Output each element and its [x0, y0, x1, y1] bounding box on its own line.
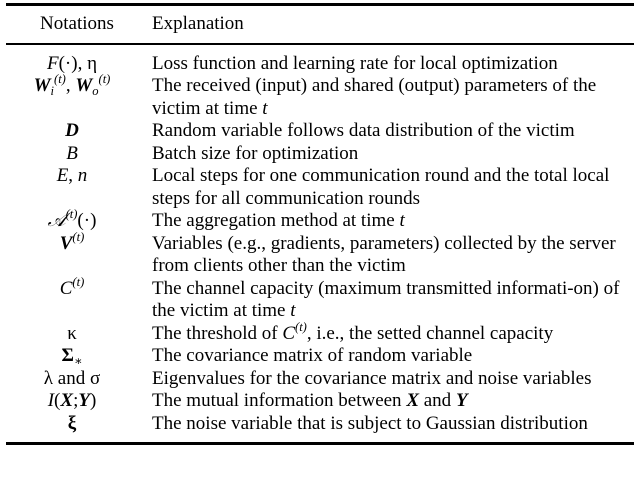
explanation-cell: Batch size for optimization — [152, 142, 359, 164]
explanation-cell: The received (input) and shared (output)… — [152, 75, 597, 119]
notation-cell: V(t) — [59, 230, 85, 254]
explanation-cell: The aggregation method at time t — [152, 210, 405, 232]
notation-cell: B — [66, 142, 78, 164]
explanation-cell: The covariance matrix of random variable — [152, 345, 473, 367]
table-row: E, n Local steps for one communication r… — [6, 165, 634, 210]
notations-table: Notations Explanation — [6, 6, 634, 43]
explanation-cell: Eigenvalues for the covariance matrix an… — [152, 367, 592, 389]
table-row: I(X;Y) The mutual information between X … — [6, 390, 634, 413]
notation-cell: C(t) — [59, 275, 85, 299]
explanation-cell: The noise variable that is subject to Ga… — [152, 412, 588, 434]
explanation-cell: Local steps for one communication round … — [152, 165, 610, 209]
notation-cell: 𝒜(t)(·) — [47, 207, 97, 232]
notation-cell: Wi(t), Wo(t) — [33, 72, 111, 99]
table-row: 𝒜(t)(·) The aggregation method at time t — [6, 207, 634, 233]
column-header-explanation: Explanation — [152, 13, 244, 34]
explanation-cell: Loss function and learning rate for loca… — [152, 52, 558, 74]
notation-cell: I(X;Y) — [47, 390, 97, 412]
table-top-rule — [6, 3, 634, 6]
explanation-cell: The mutual information between X and Y — [152, 390, 468, 412]
table-row: V(t) Variables (e.g., gradients, paramet… — [6, 230, 634, 278]
table-row: ξ The noise variable that is subject to … — [6, 413, 634, 443]
explanation-cell: The threshold of C(t), i.e., the setted … — [152, 320, 554, 344]
notation-cell: Σ∗ — [61, 345, 83, 369]
table-row: D Random variable follows data distribut… — [6, 120, 634, 143]
notation-cell: λ and σ — [43, 367, 101, 389]
table-row: C(t) The channel capacity (maximum trans… — [6, 275, 634, 323]
table-row: Wi(t), Wo(t) The received (input) and sh… — [6, 72, 634, 120]
table-row: Σ∗ The covariance matrix of random varia… — [6, 345, 634, 368]
table-row: B Batch size for optimization — [6, 143, 634, 166]
notation-cell: F(·), η — [46, 52, 98, 74]
table-header-rule — [6, 42, 634, 45]
notation-cell: D — [65, 120, 79, 142]
column-header-notations: Notations — [40, 13, 114, 34]
notations-table-body: F(·), η Loss function and learning rate … — [6, 45, 634, 443]
explanation-cell: Variables (e.g., gradients, parameters) … — [152, 232, 616, 277]
table-row: λ and σ Eigenvalues for the covariance m… — [6, 368, 634, 391]
notations-table-container: Notations Explanation F(·), η Loss funct… — [6, 0, 634, 446]
explanation-cell: Random variable follows data distributio… — [152, 120, 575, 142]
notation-cell: E, n — [56, 165, 88, 187]
table-row: κ The threshold of C(t), i.e., the sette… — [6, 320, 634, 346]
table-row: F(·), η Loss function and learning rate … — [6, 45, 634, 76]
explanation-cell: The channel capacity (maximum transmitte… — [152, 277, 620, 322]
table-header-row: Notations Explanation — [6, 6, 634, 43]
notation-cell: κ — [67, 322, 77, 344]
notation-cell: ξ — [67, 412, 77, 434]
table-bottom-rule — [6, 442, 634, 446]
